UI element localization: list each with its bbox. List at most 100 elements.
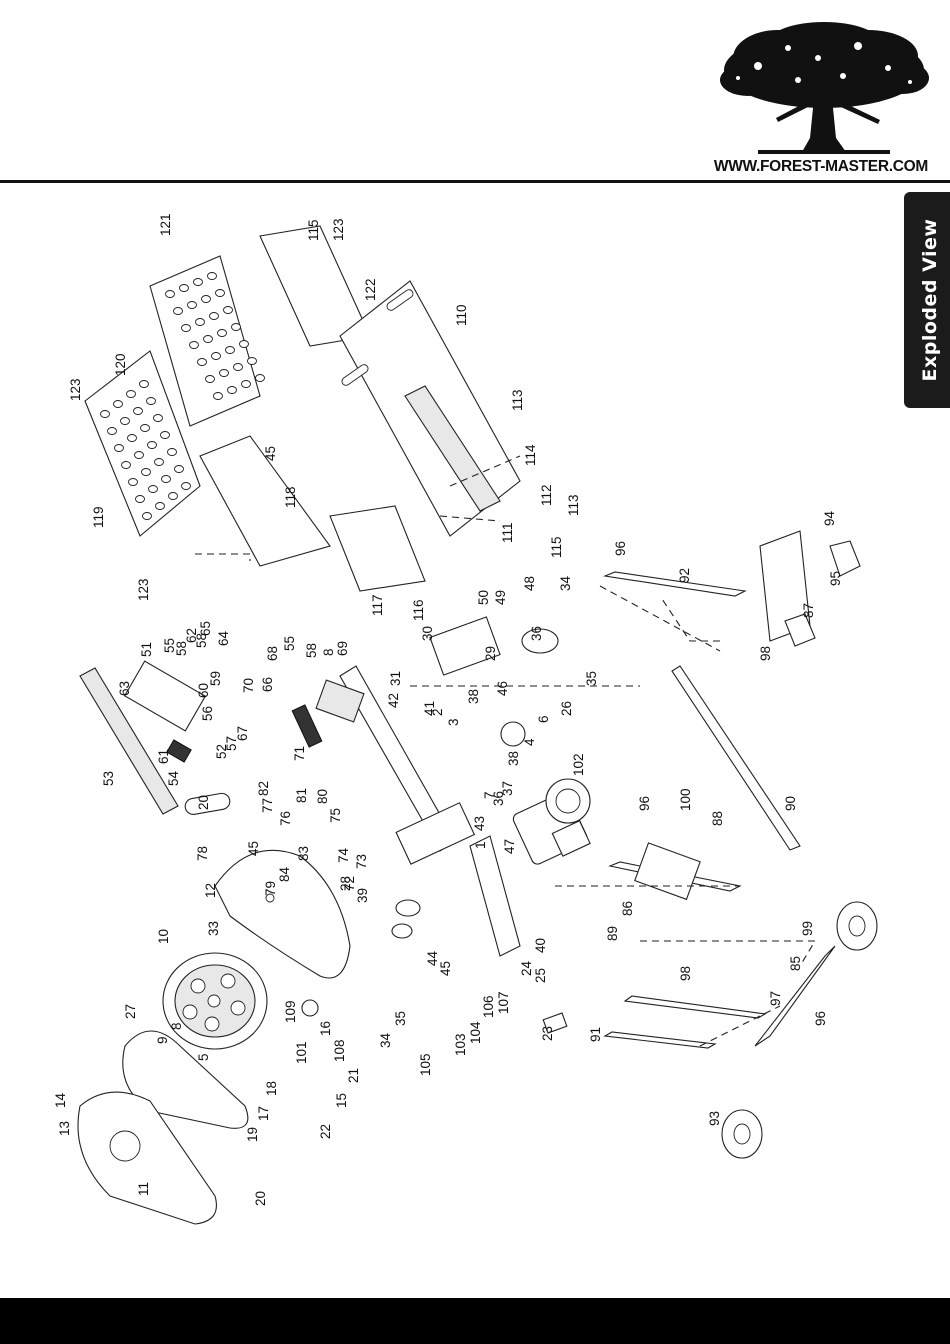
rail-90 bbox=[671, 665, 801, 851]
perforation-hole bbox=[107, 427, 117, 435]
callout-110: 110 bbox=[454, 304, 469, 326]
callout-76: 76 bbox=[278, 811, 293, 826]
callout-39: 39 bbox=[355, 888, 370, 903]
callout-61: 61 bbox=[156, 749, 171, 764]
perforation-hole bbox=[139, 380, 149, 388]
callout-4: 4 bbox=[522, 738, 537, 746]
callout-50: 50 bbox=[476, 590, 491, 605]
callout-102: 102 bbox=[571, 753, 586, 776]
footer-bar bbox=[0, 1298, 950, 1344]
perforation-hole bbox=[239, 340, 249, 348]
callout-87: 87 bbox=[801, 603, 816, 618]
callout-7: 7 bbox=[482, 791, 497, 799]
perforation-hole bbox=[197, 358, 207, 366]
callout-74: 74 bbox=[336, 847, 351, 863]
perforation-hole bbox=[160, 431, 170, 439]
callout-116: 116 bbox=[411, 599, 426, 621]
callout-99: 99 bbox=[800, 921, 815, 936]
callout-36: 36 bbox=[491, 791, 506, 806]
perforation-hole bbox=[219, 369, 229, 377]
perforation-hole bbox=[120, 417, 130, 425]
callout-25: 25 bbox=[533, 968, 548, 983]
leg-91 bbox=[603, 1031, 717, 1049]
callout-91: 91 bbox=[588, 1027, 603, 1042]
callout-26: 26 bbox=[559, 701, 574, 716]
callout-114: 114 bbox=[523, 444, 538, 466]
callout-19: 19 bbox=[245, 1127, 260, 1142]
callout-98: 98 bbox=[758, 646, 773, 661]
wheel-99 bbox=[836, 901, 878, 951]
callout-67: 67 bbox=[235, 726, 250, 741]
perforation-hole bbox=[174, 465, 184, 473]
callout-5: 5 bbox=[196, 1053, 211, 1061]
perforation-hole bbox=[223, 306, 233, 314]
callout-71: 71 bbox=[292, 746, 307, 761]
callout-68: 68 bbox=[265, 646, 280, 661]
rack-53 bbox=[79, 667, 179, 815]
callout-3: 3 bbox=[446, 718, 461, 726]
callout-89: 89 bbox=[605, 926, 620, 941]
callout-35: 35 bbox=[584, 671, 599, 686]
callout-79: 79 bbox=[263, 881, 278, 896]
callout-95: 95 bbox=[828, 571, 843, 586]
callout-58: 58 bbox=[304, 643, 319, 658]
perforation-hole bbox=[227, 386, 237, 394]
callout-113: 113 bbox=[510, 389, 525, 411]
callout-2: 2 bbox=[430, 708, 445, 716]
callout-38: 38 bbox=[506, 751, 521, 766]
callout-31: 31 bbox=[388, 671, 403, 686]
callout-18: 18 bbox=[264, 1081, 279, 1096]
motor-102 bbox=[512, 778, 591, 865]
callout-63: 63 bbox=[117, 681, 132, 696]
perforation-hole bbox=[195, 318, 205, 326]
perforation-hole bbox=[133, 407, 143, 415]
guard-118 bbox=[199, 435, 331, 567]
callout-98: 98 bbox=[678, 966, 693, 981]
callout-86: 86 bbox=[620, 901, 635, 916]
callout-13: 13 bbox=[57, 1121, 72, 1136]
callout-100: 100 bbox=[678, 788, 693, 811]
belt-27 bbox=[122, 1030, 249, 1129]
perforation-hole bbox=[142, 512, 152, 520]
callout-101: 101 bbox=[294, 1041, 309, 1064]
perforated-cover-upper bbox=[149, 255, 265, 427]
website-url[interactable]: WWW.FOREST-MASTER.COM bbox=[713, 158, 928, 175]
perforation-hole bbox=[179, 284, 189, 292]
perforation-hole bbox=[189, 341, 199, 349]
callout-28: 28 bbox=[338, 876, 353, 891]
perforation-hole bbox=[205, 375, 215, 383]
callout-36: 36 bbox=[529, 626, 544, 641]
perforation-hole bbox=[146, 397, 156, 405]
axle-85 bbox=[754, 945, 836, 1047]
perforation-hole bbox=[187, 301, 197, 309]
perforation-hole bbox=[113, 400, 123, 408]
callout-97: 97 bbox=[768, 991, 783, 1006]
perforation-hole bbox=[207, 272, 217, 280]
perforation-hole bbox=[141, 468, 151, 476]
callout-53: 53 bbox=[101, 771, 116, 786]
callout-30: 30 bbox=[420, 626, 435, 641]
perforation-hole bbox=[147, 441, 157, 449]
perforation-hole bbox=[168, 492, 178, 500]
callout-96: 96 bbox=[613, 541, 628, 556]
callout-12: 12 bbox=[203, 883, 218, 898]
callout-52: 52 bbox=[214, 744, 229, 759]
callout-107: 107 bbox=[496, 991, 511, 1014]
callout-41: 41 bbox=[422, 701, 437, 716]
callout-88: 88 bbox=[710, 811, 725, 826]
callout-46: 46 bbox=[495, 681, 510, 696]
callout-62: 62 bbox=[184, 628, 199, 643]
callout-65: 65 bbox=[198, 621, 213, 636]
callout-81: 81 bbox=[294, 788, 309, 803]
callout-43: 43 bbox=[472, 816, 487, 831]
callout-21: 21 bbox=[346, 1068, 361, 1083]
callout-82: 82 bbox=[256, 781, 271, 796]
callout-1: 1 bbox=[473, 841, 488, 849]
callout-92: 92 bbox=[677, 568, 692, 583]
callout-24: 24 bbox=[519, 960, 534, 976]
callout-123: 123 bbox=[331, 218, 346, 241]
callout-8: 8 bbox=[169, 1022, 184, 1030]
callout-9: 9 bbox=[155, 1036, 170, 1044]
callout-57: 57 bbox=[224, 736, 239, 751]
callout-113: 113 bbox=[566, 494, 581, 516]
